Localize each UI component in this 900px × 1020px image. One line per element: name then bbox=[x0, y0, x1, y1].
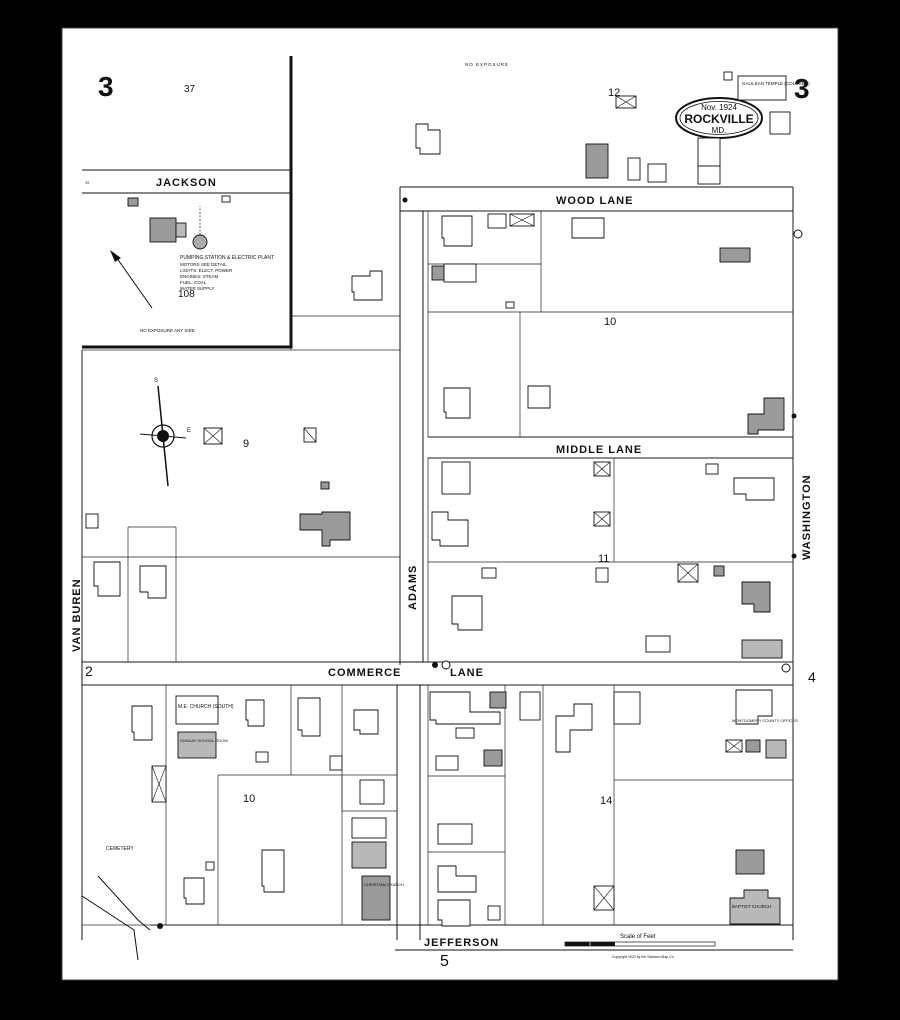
block-9-number: 9 bbox=[243, 438, 249, 450]
block-12-number: 10 bbox=[604, 316, 616, 328]
no-exposure-inset: NO EXPOSURE ANY SIDE bbox=[140, 328, 195, 333]
street-adams: ADAMS bbox=[407, 565, 419, 610]
sheet-number-left: 3 bbox=[98, 71, 114, 102]
street-commerce: COMMERCE bbox=[328, 667, 401, 679]
cemetery-label: CEMETERY bbox=[106, 846, 134, 852]
town-name: ROCKVILLE bbox=[684, 112, 753, 126]
svg-text:MOTORS SEE DETAIL: MOTORS SEE DETAIL bbox=[180, 262, 227, 267]
street-van-buren: VAN BUREN bbox=[71, 578, 83, 652]
north-arrow-icon bbox=[110, 250, 153, 309]
svg-text:E: E bbox=[187, 428, 191, 434]
svg-text:FUEL: COAL: FUEL: COAL bbox=[180, 280, 207, 285]
block-10: 10 10 10 M.E. CHURCH (SOUTH) SUNDAY SCHO… bbox=[81, 684, 404, 961]
block-12: 10 bbox=[427, 210, 794, 438]
block-14: 14 MONTGOMERY COUNTY OFFICES BAPTIST CHU… bbox=[427, 684, 798, 927]
pumping-station-label: PUMPING STATION & ELECTRIC PLANT bbox=[180, 255, 274, 261]
block-10-visible-number: 10 bbox=[243, 793, 255, 805]
adjacent-sheet-right: 4 bbox=[808, 669, 816, 685]
inset-block-108: 108 bbox=[178, 289, 195, 300]
street-lane: LANE bbox=[450, 667, 484, 679]
street-washington: WASHINGTON bbox=[801, 474, 813, 560]
street-jefferson: JEFFERSON bbox=[424, 937, 499, 949]
street-wood-lane: WOOD LANE bbox=[556, 195, 633, 207]
block-14-number: 14 bbox=[600, 795, 612, 807]
block-13-number: 11 bbox=[598, 553, 609, 565]
compass-rose-icon: S E bbox=[139, 378, 191, 487]
no-exposure-top: NO EXPOSURE bbox=[465, 62, 509, 67]
svg-text:ENGINES: STEAM: ENGINES: STEAM bbox=[180, 274, 219, 279]
sunday-school-label: SUNDAY SCHOOL ROOM bbox=[180, 738, 228, 743]
block-13: 11 bbox=[427, 457, 794, 663]
galilean-temple-label: GALILEAN TEMPLE (COLORED) bbox=[742, 81, 810, 86]
baptist-church-label: BAPTIST CHURCH bbox=[732, 904, 771, 909]
christian-church-label: CHRISTIAN CHURCH bbox=[364, 882, 404, 887]
me-church-label: M.E. CHURCH (SOUTH) bbox=[178, 704, 234, 710]
scale-label: Scale of Feet bbox=[620, 934, 656, 940]
state-name: MD. bbox=[712, 126, 727, 135]
map-border bbox=[61, 27, 839, 981]
map-date: Nov. 1924 bbox=[701, 103, 737, 112]
adjacent-sheet-left: 2 bbox=[85, 663, 93, 679]
copyright-note: Copyright 1924 by the Sanborn Map Co. bbox=[612, 955, 675, 959]
street-jackson: JACKSON bbox=[156, 177, 217, 189]
street-middle-lane: MIDDLE LANE bbox=[556, 444, 642, 456]
svg-text:WATER SUPPLY: WATER SUPPLY bbox=[180, 286, 214, 291]
county-offices-label: MONTGOMERY COUNTY OFFICES bbox=[732, 718, 798, 723]
inset-block-number: 37 bbox=[184, 84, 196, 95]
svg-text:35: 35 bbox=[85, 180, 90, 185]
adjacent-sheet-bottom: 5 bbox=[440, 953, 449, 970]
inset-map: JACKSON PUMPING STATION & ELECTRIC PLANT… bbox=[82, 56, 293, 349]
sheet-number-right: 3 bbox=[794, 73, 810, 104]
title-cartouche: Nov. 1924 ROCKVILLE MD. bbox=[675, 97, 763, 139]
block-9: 9 S E bbox=[81, 270, 401, 663]
block-11: 12 GALILEAN TEMPLE (COLORED) bbox=[415, 71, 810, 185]
svg-text:LIGHTS: ELECT. POWER: LIGHTS: ELECT. POWER bbox=[180, 268, 233, 273]
scale-bar: Scale of Feet Copyright 1924 by the Sanb… bbox=[564, 934, 716, 959]
svg-text:S: S bbox=[154, 378, 158, 384]
